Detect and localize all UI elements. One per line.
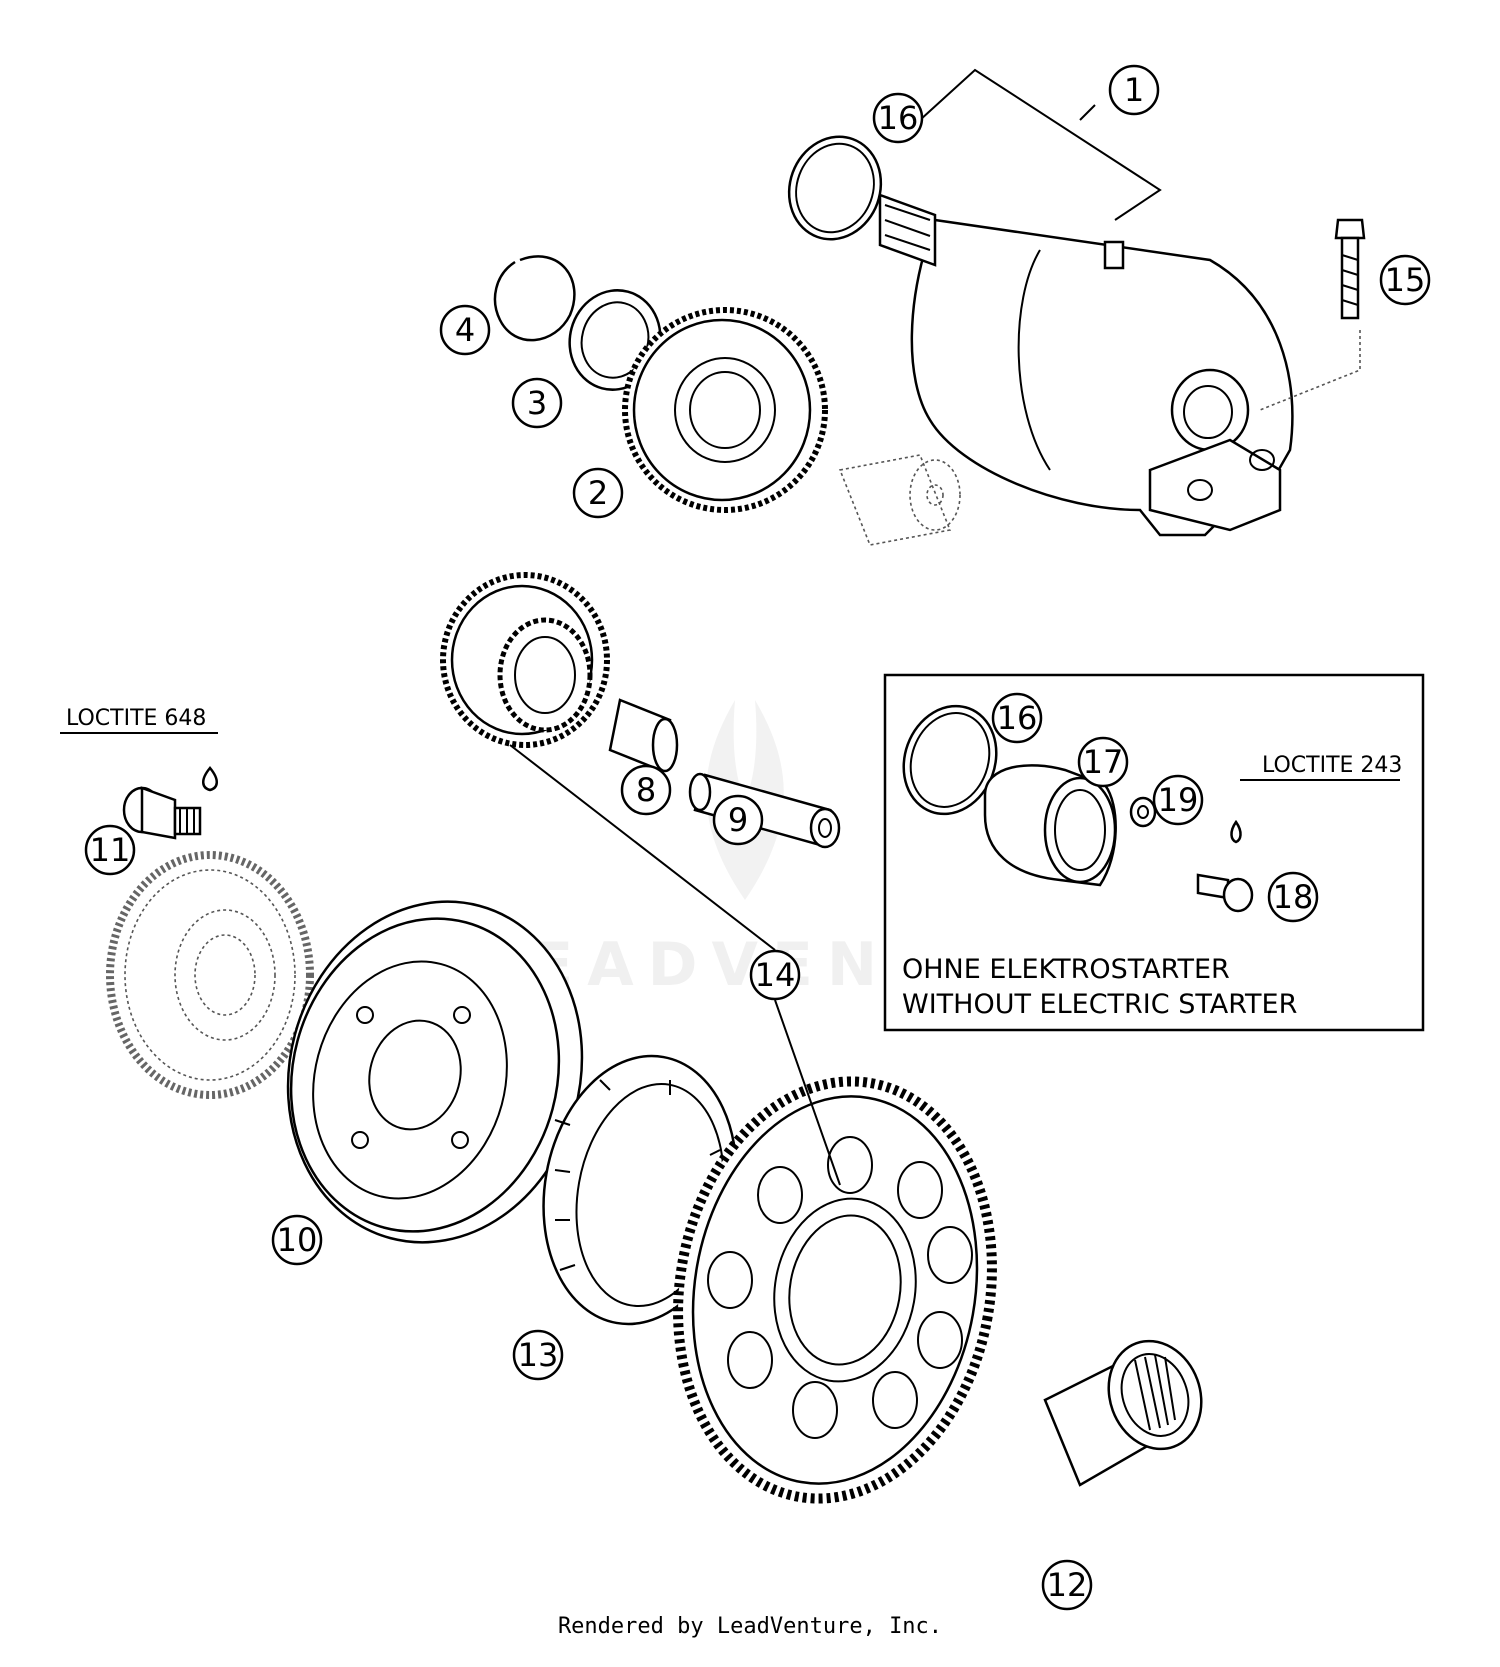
starter-clutch-housing-10 [286,900,584,1244]
svg-text:12: 12 [1047,1566,1088,1604]
svg-text:11: 11 [90,831,131,869]
callout-13: 13 [512,1329,564,1381]
double-gear [440,572,610,748]
loctite-648-note: LOCTITE 648 [66,706,206,731]
svg-text:14: 14 [755,956,796,994]
callout-9: 9 [712,794,764,846]
callout-1: 1 [1108,64,1160,116]
svg-text:3: 3 [527,384,547,422]
callout-14: 14 [749,949,801,1001]
needle-bearing-motor [838,454,961,546]
loctite-drop-11 [202,766,218,792]
svg-text:16: 16 [878,99,919,137]
svg-text:16: 16 [997,699,1038,737]
svg-text:4: 4 [455,311,475,349]
starter-gear-14 [673,1076,997,1504]
starter-motor [878,193,1294,537]
footer-credit: Rendered by LeadVenture, Inc. [557,1614,943,1639]
needle-bearing-8 [608,698,679,773]
idler-gear-2 [622,307,828,513]
crank-gear-phantom [106,851,314,1099]
svg-text:1: 1 [1124,71,1144,109]
bolt-11 [122,786,202,840]
svg-text:2: 2 [588,474,608,512]
svg-text:8: 8 [636,771,656,809]
callout-19: 19 [1152,774,1204,826]
callout-15: 15 [1379,254,1431,306]
callout-16-inset: 16 [991,692,1043,744]
svg-text:17: 17 [1083,743,1124,781]
callout-3: 3 [511,377,563,429]
svg-text:15: 15 [1385,261,1426,299]
circlip-4 [493,255,576,342]
callout-8: 8 [620,764,672,816]
inset-title-de: OHNE ELEKTROSTARTER [902,954,1230,985]
callout-11: 11 [84,824,136,876]
o-ring-top [787,135,883,241]
svg-text:9: 9 [728,801,748,839]
callout-16: 16 [872,92,924,144]
needle-bearing-12 [1043,1339,1203,1487]
bolt-15 [1334,218,1366,320]
callout-17: 17 [1077,736,1129,788]
svg-text:13: 13 [518,1336,559,1374]
loctite-243-note: LOCTITE 243 [1262,753,1402,778]
callout-10: 10 [271,1214,323,1266]
callout-2: 2 [572,467,624,519]
callout-4: 4 [439,304,491,356]
svg-text:19: 19 [1158,781,1199,819]
inset-title-en: WITHOUT ELECTRIC STARTER [902,989,1297,1020]
svg-text:10: 10 [277,1221,318,1259]
inset-box [883,673,1425,1032]
callout-18: 18 [1267,871,1319,923]
shaft-9 [688,772,841,849]
svg-text:18: 18 [1273,878,1314,916]
callout-12: 12 [1041,1559,1093,1611]
